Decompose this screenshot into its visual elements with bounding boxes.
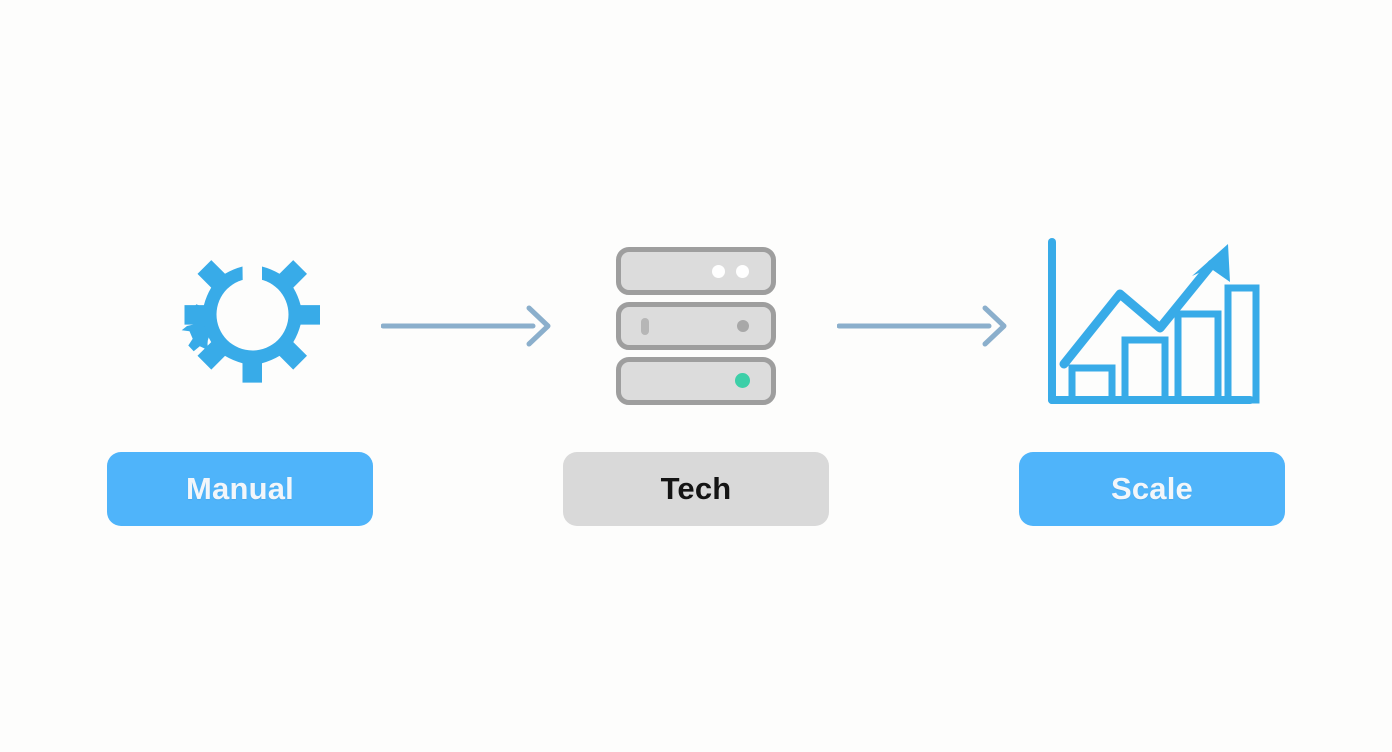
- status-led-gray: [737, 320, 749, 332]
- server-stack: [616, 247, 776, 405]
- connector-tech-to-scale: [829, 304, 1019, 348]
- drive-slot-icon: [641, 318, 649, 335]
- connector-manual-to-tech: [373, 304, 563, 348]
- chart-arrow-head: [1192, 244, 1230, 282]
- server-unit-middle: [616, 302, 776, 350]
- stage-label-scale[interactable]: Scale: [1019, 452, 1285, 526]
- server-unit-bottom: [616, 357, 776, 405]
- arrow-right-icon: [380, 305, 550, 347]
- chart-bar-1: [1068, 364, 1116, 404]
- stage-scale[interactable]: Scale: [1019, 226, 1285, 526]
- chart-bar-4: [1224, 284, 1260, 404]
- server-unit-top: [616, 247, 776, 295]
- status-led-white-2: [736, 265, 749, 278]
- stage-tech[interactable]: Tech: [563, 226, 829, 526]
- status-led-green: [735, 373, 750, 388]
- chart-bar-3: [1174, 310, 1222, 404]
- stage-label-tech[interactable]: Tech: [563, 452, 829, 526]
- stage-manual[interactable]: Manual: [107, 226, 373, 526]
- gears-icon: [125, 226, 355, 426]
- growth-chart-icon: [1037, 226, 1267, 426]
- server-stack-icon: [581, 226, 811, 426]
- status-led-white-1: [712, 265, 725, 278]
- arrow-right-icon: [836, 305, 1006, 347]
- stage-label-manual[interactable]: Manual: [107, 452, 373, 526]
- chart-trend-line: [1059, 259, 1217, 369]
- chart-bar-2: [1121, 336, 1169, 404]
